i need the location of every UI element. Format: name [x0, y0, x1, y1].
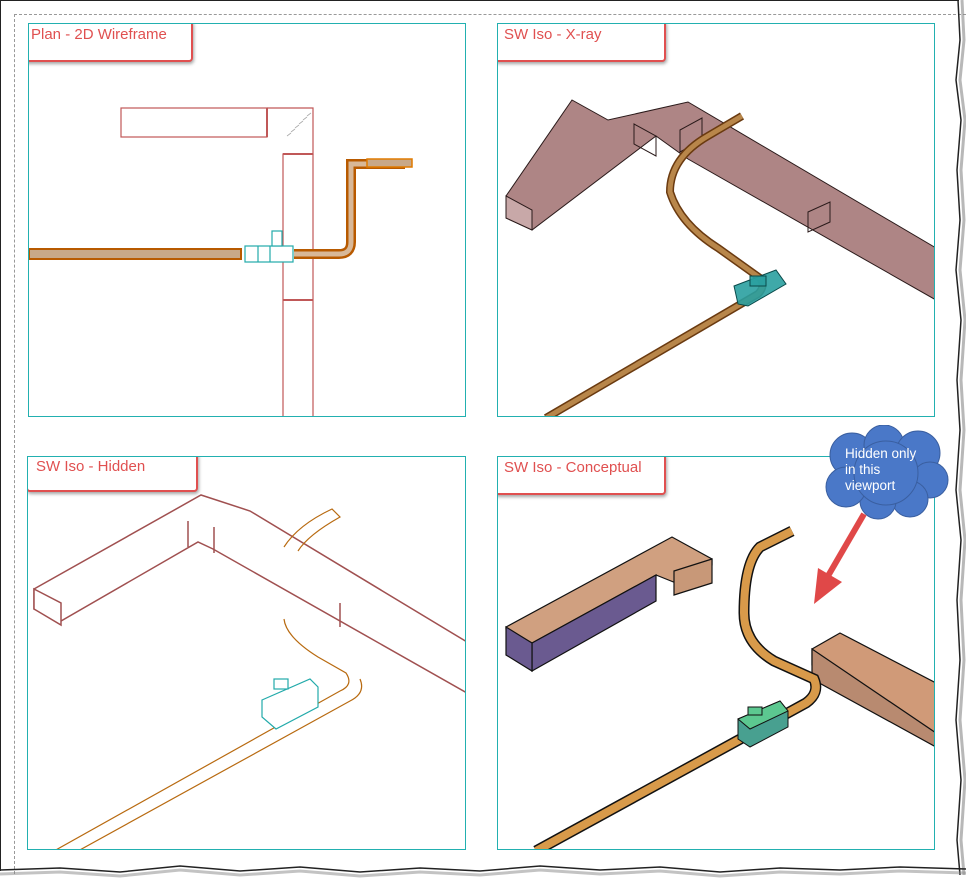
viewport-label: Plan - 2D Wireframe — [29, 24, 193, 62]
viewport-sw-iso-xray[interactable]: SW Iso - X-ray — [497, 23, 935, 417]
pipe-fitting — [244, 230, 294, 263]
torn-edge-right — [955, 0, 966, 875]
viewport-label: SW Iso - X-ray — [498, 24, 666, 62]
duct-segment — [120, 107, 268, 138]
pipe-conceptual — [533, 526, 822, 849]
pipe-hidden — [56, 508, 363, 849]
callout-line: in this — [845, 462, 881, 477]
callout-line: viewport — [845, 478, 896, 493]
fitting-hidden — [261, 678, 319, 730]
torn-edge-bottom — [0, 865, 966, 878]
viewport-label: SW Iso - Hidden — [28, 457, 198, 492]
duct-hidden — [33, 494, 465, 693]
layout-paper-border — [14, 14, 966, 874]
pipe-run — [29, 158, 413, 260]
duct-conceptual — [505, 536, 934, 747]
hidden-drawing — [33, 494, 465, 849]
viewport-label: SW Iso - Conceptual — [498, 457, 666, 495]
xray-drawing — [505, 99, 934, 416]
callout-text: Hidden only in this viewport — [845, 446, 945, 494]
plan-drawing — [29, 107, 413, 416]
fitting-xray — [733, 269, 787, 307]
viewport-plan-2d-wireframe[interactable]: Plan - 2D Wireframe — [28, 23, 466, 417]
viewport-sw-iso-hidden[interactable]: SW Iso - Hidden — [27, 456, 466, 850]
elbow-vanes — [286, 112, 312, 137]
cloud-callout-icon — [825, 425, 949, 520]
arrow-icon — [814, 512, 867, 604]
fitting-conceptual — [737, 700, 789, 748]
conceptual-drawing — [505, 526, 934, 849]
callout-line: Hidden only — [845, 446, 917, 461]
